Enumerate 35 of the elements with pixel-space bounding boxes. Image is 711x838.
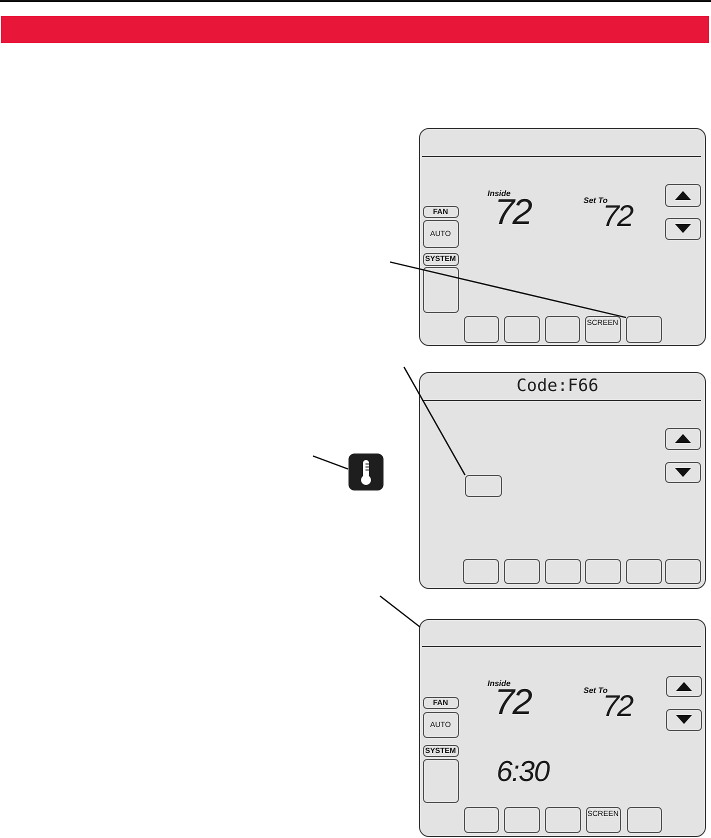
up-button [664, 184, 700, 206]
blank-button [664, 558, 700, 584]
blank-button [544, 558, 580, 584]
system-mode-button [422, 758, 458, 802]
leader-line [380, 595, 420, 628]
clock-reading: 6:30 [496, 758, 549, 787]
blank-button [464, 806, 498, 832]
thermostat-screen [419, 128, 706, 346]
blank-button [462, 558, 498, 584]
blank-button [626, 558, 662, 584]
up-button [664, 428, 700, 450]
down-button [664, 218, 700, 240]
blank-button [464, 316, 498, 342]
blank-button [464, 474, 502, 496]
blank-button [626, 316, 662, 342]
thermometer-icon [348, 453, 384, 491]
leader-line [312, 455, 348, 470]
blank-button [584, 558, 620, 584]
blank-button [626, 806, 662, 832]
inside-label: Inside [488, 680, 511, 688]
down-button [666, 708, 702, 730]
blank-button [504, 316, 540, 342]
thermostat-screen [419, 619, 706, 837]
leader-line [403, 366, 466, 476]
leader-line [390, 261, 626, 318]
error-code-text: Code:F66 [516, 378, 598, 396]
blank-button [544, 316, 580, 342]
up-button [666, 676, 702, 696]
blank-button [504, 806, 540, 832]
system-mode-button [422, 266, 458, 312]
thermostat-screen [419, 372, 706, 589]
inside-label: Inside [488, 190, 511, 198]
blank-button [504, 558, 540, 584]
blank-button [544, 806, 580, 832]
down-button [664, 462, 700, 482]
